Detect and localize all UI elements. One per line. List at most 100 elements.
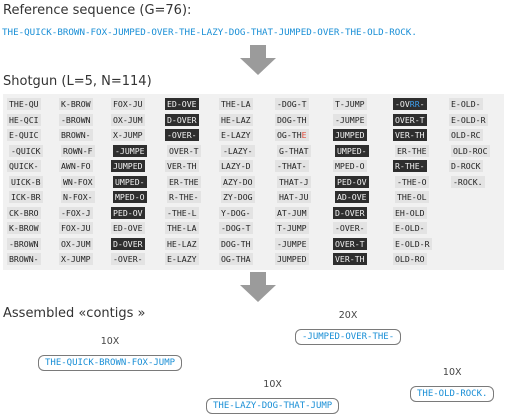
contig-coverage: 10X <box>263 379 282 390</box>
shotgun-read: OVER-T <box>333 237 367 250</box>
shotgun-read: FOX-JU <box>111 98 145 110</box>
shotgun-read: CK-BRO <box>7 206 41 219</box>
down-arrow-icon <box>240 45 276 75</box>
shotgun-read: -THAT- <box>275 160 309 172</box>
shotgun-read: -JUMPE <box>275 237 309 250</box>
shotgun-read: AT-JUM <box>275 206 309 219</box>
shotgun-read: K-BROW <box>7 222 41 234</box>
shotgun-read: JUMPED <box>275 253 309 265</box>
contig-coverage: 10X <box>100 336 120 347</box>
shotgun-read: AD-OVE <box>335 191 369 203</box>
shotgun-read: -OVER- <box>165 129 199 141</box>
shotgun-read: -BROWN <box>59 113 93 126</box>
shotgun-read: E-QUIC <box>7 129 41 141</box>
shotgun-row: ICK-BR N-FOX- MPED-O R-THE- ZY-DOG HAT-JU AD-O… <box>3 191 504 203</box>
shotgun-read: AWN-FO <box>59 160 93 172</box>
shotgun-read: D-OVER <box>111 237 145 250</box>
shotgun-read: -OVRR- <box>393 98 427 110</box>
shotgun-read: HE-LAZ <box>165 237 199 250</box>
shotgun-read: -OVER- <box>333 222 367 234</box>
shotgun-read: -FOX-J <box>59 206 93 219</box>
shotgun-read: ED-OVE <box>165 98 199 110</box>
shotgun-read: E-OLD-R <box>449 113 488 126</box>
shotgun-read: UMPED- <box>113 175 147 188</box>
shotgun-read: JUMPED <box>333 129 367 141</box>
shotgun-read: EH-OLD <box>393 206 427 219</box>
shotgun-read: E-OLD- <box>449 98 483 110</box>
shotgun-read: BROWN- <box>7 253 41 265</box>
shotgun-read: -OVER- <box>111 253 145 265</box>
shotgun-read: E-OLD-R <box>393 237 432 250</box>
shotgun-read: OG-THE <box>275 129 309 141</box>
shotgun-read: AZY-DO <box>221 175 255 188</box>
shotgun-read: THE-QU <box>7 98 41 110</box>
shotgun-read: ZY-DOG <box>221 191 255 203</box>
shotgun-read: BROWN- <box>59 129 93 141</box>
shotgun-heading: Shotgun (L=5, N=114) <box>3 74 152 89</box>
shotgun-read: -JUMPE <box>333 113 367 126</box>
shotgun-read: QUICK- <box>7 160 41 172</box>
shotgun-read: -DOG-T <box>219 222 253 234</box>
shotgun-read: HAT-JU <box>277 191 311 203</box>
shotgun-read: OLD-RO <box>393 253 427 265</box>
shotgun-read: UMPED- <box>335 144 369 157</box>
shotgun-read: OG-THA <box>219 253 253 265</box>
shotgun-read: R-THE- <box>167 191 201 203</box>
contig-sequence: -JUMPED-OVER-THE- <box>295 329 402 345</box>
shotgun-read: THE-LA <box>219 98 253 110</box>
shotgun-read: OLD-RC <box>449 129 483 141</box>
contig-group: 10X THE-OLD-ROCK. <box>410 367 495 402</box>
contig-sequence: THE-OLD-ROCK. <box>410 386 495 402</box>
down-arrow-icon <box>240 272 276 302</box>
shotgun-read: MPED-O <box>113 191 147 203</box>
shotgun-read: OVER-T <box>167 144 201 157</box>
shotgun-read: ICK-BR <box>9 191 43 203</box>
shotgun-read: OLD-ROC <box>451 144 490 157</box>
shotgun-read: VER-TH <box>333 253 367 265</box>
shotgun-read: OX-JUM <box>59 237 93 250</box>
shotgun-read: MPED-O <box>333 160 367 172</box>
shotgun-read: OX-JUM <box>111 113 145 126</box>
shotgun-read: LAZY-D <box>219 160 253 172</box>
contig-group: 10X THE-QUICK-BROWN-FOX-JUMP <box>38 336 183 371</box>
shotgun-read: -BROWN <box>7 237 41 250</box>
shotgun-reads-panel: THE-QU K-BROW FOX-JU ED-OVE THE-LA -DOG-T T-JU… <box>3 94 504 270</box>
contig-group: 10X THE-LAZY-DOG-THAT-JUMP <box>206 379 340 414</box>
shotgun-read: THE-OL <box>395 191 429 203</box>
shotgun-read: R-THE- <box>393 160 427 172</box>
shotgun-read: -THE-O <box>395 175 429 188</box>
contig-group: 20X -JUMPED-OVER-THE- <box>295 310 402 345</box>
shotgun-read: -LAZY- <box>221 144 255 157</box>
shotgun-read: X-JUMP <box>111 129 145 141</box>
shotgun-read: -ROCK. <box>451 175 485 188</box>
shotgun-read: -THE-L <box>165 206 199 219</box>
shotgun-read: -JUMPE <box>113 144 147 157</box>
contig-coverage: 20X <box>338 310 358 321</box>
shotgun-read: -DOG-T <box>275 98 309 110</box>
shotgun-read: VER-TH <box>393 129 427 141</box>
shotgun-read: WN-FOX <box>61 175 95 188</box>
shotgun-read: T-JUMP <box>275 222 309 234</box>
shotgun-read: THE-LA <box>165 222 199 234</box>
reference-sequence: THE-QUICK-BROWN-FOX-JUMPED-OVER-THE-LAZY… <box>2 27 417 38</box>
shotgun-read: HE-QCI <box>7 113 41 126</box>
reference-heading: Reference sequence (G=76): <box>3 3 192 18</box>
shotgun-read: FOX-JU <box>59 222 93 234</box>
shotgun-read: G-THAT <box>277 144 311 157</box>
shotgun-read: -QUICK <box>9 144 43 157</box>
shotgun-read: N-FOX- <box>61 191 95 203</box>
shotgun-read: E-LAZY <box>165 253 199 265</box>
shotgun-read: ROWN-F <box>61 144 95 157</box>
shotgun-read: K-BROW <box>59 98 93 110</box>
shotgun-read: D-OVER <box>333 206 367 219</box>
shotgun-read: VER-TH <box>165 160 199 172</box>
shotgun-read: PED-OV <box>335 175 369 188</box>
shotgun-read: DOG-TH <box>275 113 309 126</box>
shotgun-read: Y-DOG- <box>219 206 253 219</box>
